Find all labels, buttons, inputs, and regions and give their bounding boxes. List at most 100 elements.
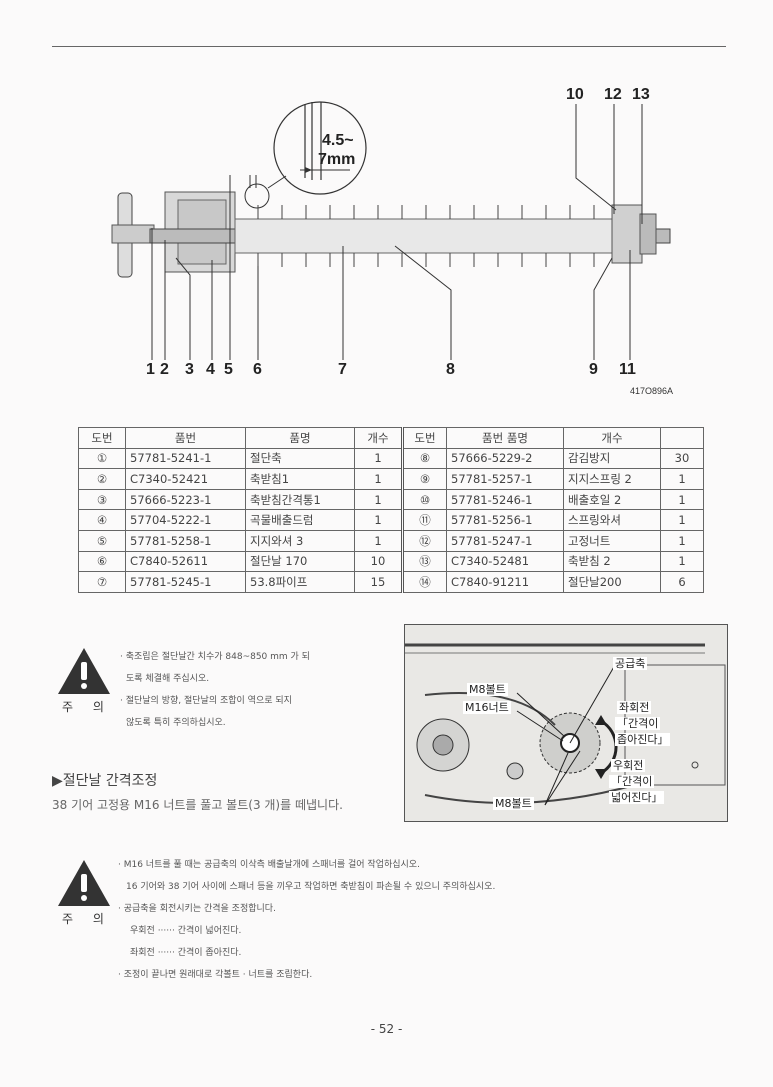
caution-label: 주 의 bbox=[62, 912, 112, 926]
gear-adjustment-photo: 공급축 M8볼트 M16너트 M8볼트 좌회전 「간격이 좁아진다」 우회전 「… bbox=[404, 624, 728, 822]
label-left-rotation-3: 좁아진다」 bbox=[615, 733, 671, 746]
table-cell: ⑬ bbox=[401, 550, 447, 573]
callout-10: 10 bbox=[566, 86, 584, 103]
table-cell: 57781-5241-1 bbox=[125, 447, 246, 470]
table-cell: 고정너트 bbox=[563, 529, 661, 552]
section-title: ▶절단날 간격조정 bbox=[52, 773, 158, 789]
caution-line: · M16 너트를 풀 때는 공급축의 이삭측 배출날개에 스패너를 걸어 작업… bbox=[118, 860, 420, 870]
table-cell: 57781-5245-1 bbox=[125, 571, 246, 593]
table-row: ⑥ C7840-52611 절단날 170 10 ⑬ C7340-52481 축… bbox=[78, 550, 704, 573]
caution-line: · 공급축을 회전시키는 간격을 조정합니다. bbox=[118, 904, 276, 914]
table-cell: 절단날200 bbox=[563, 571, 661, 593]
caution-notes-2: · M16 너트를 풀 때는 공급축의 이삭측 배출날개에 스패너를 걸어 작업… bbox=[118, 854, 495, 986]
table-cell: ⑥ bbox=[78, 550, 126, 573]
table-cell: 1 bbox=[660, 509, 704, 531]
table-cell: 지지와셔 3 bbox=[245, 529, 355, 552]
label-m16-nut: M16너트 bbox=[463, 701, 511, 714]
callout-4: 4 bbox=[206, 361, 215, 378]
table-cell: ① bbox=[78, 447, 126, 470]
table-cell: C7840-91211 bbox=[446, 571, 564, 593]
table-header: 개수 bbox=[354, 427, 403, 449]
label-feed-shaft: 공급축 bbox=[613, 657, 648, 670]
cutting-shaft-diagram: 4.5~ 7mm 10 12 13 bbox=[111, 86, 673, 396]
caution-line: 도록 체결해 주십시오. bbox=[126, 674, 210, 684]
caution-line: 우회전 ······ 간격이 넓어진다. bbox=[130, 926, 242, 936]
table-cell: 축받침 2 bbox=[563, 550, 661, 573]
caution-line: · 조정이 끝나면 원래대로 각볼트 · 너트를 조립한다. bbox=[118, 970, 313, 980]
warning-triangle-icon bbox=[58, 860, 110, 906]
table-row: ③ 57666-5223-1 축받침간격통1 1 ⑩ 57781-5246-1 … bbox=[78, 488, 704, 511]
label-m8-bolt-top: M8볼트 bbox=[467, 683, 508, 696]
table-cell: C7840-52611 bbox=[125, 550, 246, 573]
label-left-rotation-1: 좌회전 bbox=[617, 701, 652, 714]
table-cell: 축받침간격통1 bbox=[245, 488, 355, 511]
page-number: - 52 - bbox=[370, 1022, 403, 1036]
table-cell: 10 bbox=[354, 550, 403, 573]
table-cell: C7340-52481 bbox=[446, 550, 564, 573]
label-right-rotation-2: 「간격이 bbox=[609, 775, 655, 788]
callout-11: 11 bbox=[619, 361, 636, 378]
table-cell: 1 bbox=[660, 550, 704, 573]
caution-label: 주 의 bbox=[62, 700, 112, 714]
table-cell: 1 bbox=[354, 509, 403, 531]
callout-3: 3 bbox=[185, 361, 194, 378]
table-cell: C7340-52421 bbox=[125, 468, 246, 490]
caution-line: · 축조립은 절단날간 치수가 848~850 mm 가 되 bbox=[120, 652, 310, 662]
table-cell: ④ bbox=[78, 509, 126, 531]
table-cell: ⑤ bbox=[78, 529, 126, 552]
table-row: ② C7340-52421 축받침1 1 ⑨ 57781-5257-1 지지스프… bbox=[78, 468, 704, 490]
table-cell: 1 bbox=[354, 529, 403, 552]
dimension-label-bottom: 7mm bbox=[318, 151, 355, 168]
header-rule bbox=[52, 46, 726, 47]
table-row: ① 57781-5241-1 절단축 1 ⑧ 57666-5229-2 감김방지… bbox=[78, 447, 704, 470]
table-cell: 57704-5222-1 bbox=[125, 509, 246, 531]
table-cell: 곡물배출드럼 bbox=[245, 509, 355, 531]
table-cell: 축받침1 bbox=[245, 468, 355, 490]
parts-table: 도번 품번 품명 개수 도번 품번 품명 개수 ① 57781-5241-1 절… bbox=[78, 427, 704, 593]
table-header: 품번 bbox=[125, 427, 246, 449]
table-cell: 57781-5256-1 bbox=[446, 509, 564, 531]
caution-notes-1: · 축조립은 절단날간 치수가 848~850 mm 가 되 도록 체결해 주십… bbox=[120, 646, 310, 734]
table-cell: 53.8파이프 bbox=[245, 571, 355, 593]
table-cell: ⑭ bbox=[401, 571, 447, 593]
table-cell: ⑫ bbox=[401, 529, 447, 552]
table-cell: 1 bbox=[354, 488, 403, 511]
table-header: 도번 bbox=[401, 427, 447, 449]
caution-line: 16 기어와 38 기어 사이에 스패너 등을 끼우고 작업하면 축받침이 파손… bbox=[126, 882, 496, 892]
table-cell: 1 bbox=[354, 468, 403, 490]
table-row: ④ 57704-5222-1 곡물배출드럼 1 ⑪ 57781-5256-1 스… bbox=[78, 509, 704, 531]
callout-13: 13 bbox=[632, 86, 650, 103]
callout-9: 9 bbox=[589, 361, 598, 378]
table-cell: 15 bbox=[354, 571, 403, 593]
label-right-rotation-3: 넓어진다」 bbox=[609, 791, 665, 804]
dimension-label-top: 4.5~ bbox=[322, 132, 354, 149]
table-header: 품번 품명 bbox=[446, 427, 564, 449]
table-cell: ⑦ bbox=[78, 571, 126, 593]
table-cell: 1 bbox=[354, 447, 403, 470]
table-cell: 57666-5223-1 bbox=[125, 488, 246, 511]
table-cell: 57781-5247-1 bbox=[446, 529, 564, 552]
warning-triangle-icon bbox=[58, 648, 110, 694]
table-cell: 57666-5229-2 bbox=[446, 447, 564, 470]
table-cell: 절단날 170 bbox=[245, 550, 355, 573]
callout-1: 1 bbox=[146, 361, 155, 378]
figure-code: 417O896A bbox=[630, 386, 673, 396]
section-body: 38 기어 고정용 M16 너트를 풀고 볼트(3 개)를 떼냅니다. bbox=[52, 798, 343, 812]
caution-line: · 절단날의 방향, 절단날의 조합이 역으로 되지 bbox=[120, 696, 292, 706]
table-cell: 절단축 bbox=[245, 447, 355, 470]
table-cell: 57781-5246-1 bbox=[446, 488, 564, 511]
table-header: 도번 bbox=[78, 427, 126, 449]
table-row: ⑤ 57781-5258-1 지지와셔 3 1 ⑫ 57781-5247-1 고… bbox=[78, 529, 704, 552]
table-cell: 1 bbox=[660, 529, 704, 552]
callout-2: 2 bbox=[160, 361, 169, 378]
callout-12: 12 bbox=[604, 86, 622, 103]
table-cell: ⑨ bbox=[401, 468, 447, 490]
table-header: 개수 bbox=[563, 427, 661, 449]
caution-line: 않도록 특히 주의하십시오. bbox=[126, 718, 226, 728]
table-cell: 1 bbox=[660, 468, 704, 490]
caution-line: 좌회전 ······ 간격이 좁아진다. bbox=[130, 948, 242, 958]
table-cell: 6 bbox=[660, 571, 704, 593]
table-cell: ③ bbox=[78, 488, 126, 511]
table-cell: ⑪ bbox=[401, 509, 447, 531]
table-header bbox=[660, 427, 704, 449]
